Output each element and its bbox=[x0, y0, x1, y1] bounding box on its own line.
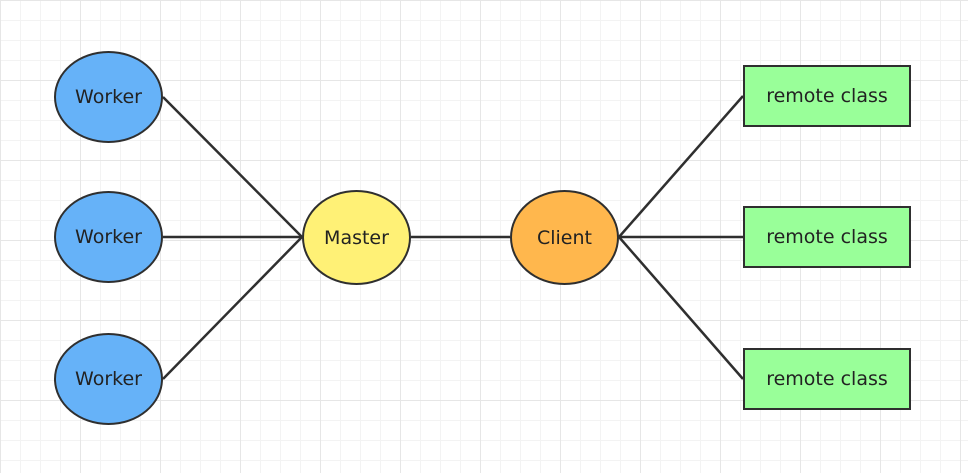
master-node[interactable]: Master bbox=[302, 190, 411, 285]
edge-client-remote-3 bbox=[618, 236, 744, 380]
worker-node-3[interactable]: Worker bbox=[54, 333, 163, 425]
worker-node-2[interactable]: Worker bbox=[54, 191, 163, 283]
worker-node-1[interactable]: Worker bbox=[54, 51, 163, 143]
remote-class-node-2[interactable]: remote class bbox=[743, 206, 911, 268]
remote-class-node-3[interactable]: remote class bbox=[743, 348, 911, 410]
worker-node-2-label: Worker bbox=[75, 226, 142, 248]
remote-class-node-2-label: remote class bbox=[766, 226, 888, 248]
edge-worker-3-master bbox=[162, 236, 303, 380]
client-node-label: Client bbox=[536, 226, 592, 249]
edge-worker-1-master bbox=[162, 96, 303, 238]
worker-node-1-label: Worker bbox=[75, 86, 142, 108]
worker-node-3-label: Worker bbox=[75, 368, 142, 390]
master-node-label: Master bbox=[324, 226, 389, 249]
edge-client-remote-1 bbox=[618, 95, 744, 238]
remote-class-node-3-label: remote class bbox=[766, 368, 888, 390]
client-node[interactable]: Client bbox=[510, 190, 619, 285]
remote-class-node-1-label: remote class bbox=[766, 85, 888, 107]
remote-class-node-1[interactable]: remote class bbox=[743, 65, 911, 127]
